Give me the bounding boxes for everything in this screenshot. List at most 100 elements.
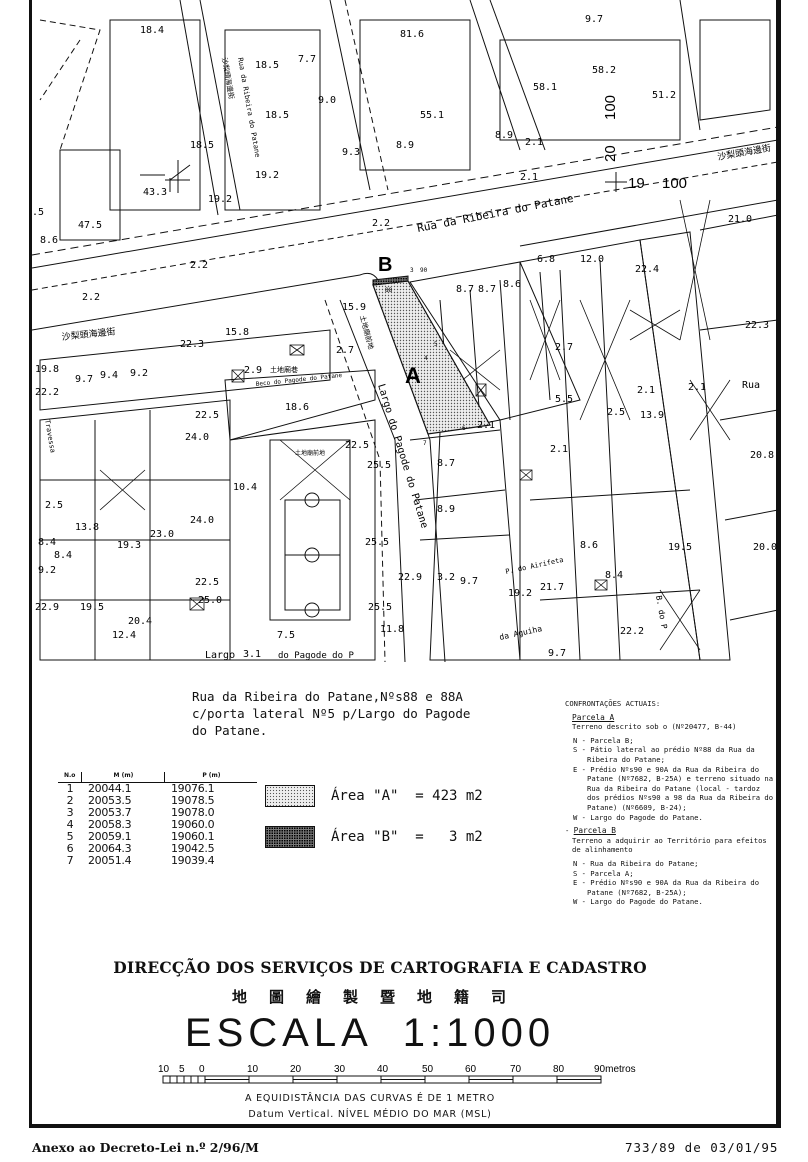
scale-subdivision xyxy=(162,1075,171,1084)
area-number-label: 18.5 xyxy=(265,110,289,121)
area-number-label: 8.9 xyxy=(437,504,455,515)
area-number-label: 8.7 xyxy=(437,458,455,469)
street-travessa: Travessa xyxy=(43,419,57,454)
description-line: do Patane. xyxy=(192,723,268,738)
parcela-b-item: E - Prédio Nºs90 e 90A da Rua da Ribeira… xyxy=(573,878,760,897)
scale-subdivision xyxy=(176,1075,185,1084)
vertex-label: 7 xyxy=(423,440,427,447)
p-coordinate: 19042.5 xyxy=(170,842,215,855)
area-number-label: 2.1 xyxy=(637,385,655,396)
street-largo-bottom2: do Pagode do P xyxy=(278,651,354,661)
scale-tick-label: 5 xyxy=(179,1064,185,1075)
area-number-label: 2.7 xyxy=(555,342,573,353)
col-header: P (m) xyxy=(164,772,258,783)
area-number-label: 13.8 xyxy=(75,522,99,533)
area-number-label: 22.2 xyxy=(35,387,59,398)
street-patane-cn2: 沙梨頭海邊街 xyxy=(61,325,116,343)
grid-labels: 19 100 20 100 xyxy=(165,95,687,193)
property-description: Rua da Ribeira do Patane,Nºs88 e 88A c/p… xyxy=(192,688,470,739)
area-number-label: 2.1 xyxy=(477,420,495,431)
point-number: 4 xyxy=(66,818,74,831)
m-coordinate: 20053.5 xyxy=(87,794,132,807)
area-number-label: 2.2 xyxy=(190,260,208,271)
point-number: 1 xyxy=(66,782,74,795)
scale-tick-label: 10 xyxy=(158,1064,170,1075)
area-number-labels: 18.418.57.781.69.758.258.151.255.118.59.… xyxy=(32,14,777,660)
area-number-label: 2.1 xyxy=(550,444,568,455)
area-number-label: 8.4 xyxy=(38,537,56,548)
area-number-label: 9.2 xyxy=(38,565,56,576)
area-number-label: 12.4 xyxy=(112,630,136,641)
m-coordinate: 20044.1 xyxy=(87,782,132,795)
vertex-labels: 88 3 90 4 5 6 7 xyxy=(385,267,466,447)
parcel-b-area[interactable] xyxy=(372,275,409,286)
area-number-label: 43.3 xyxy=(143,187,167,198)
parcela-b-desc: Terreno a adquirir ao Território para ef… xyxy=(572,835,767,855)
area-number-label: 24.0 xyxy=(185,432,209,443)
area-number-label: 19.3 xyxy=(117,540,141,551)
scale-tick-label: 90metros xyxy=(594,1064,636,1075)
area-number-label: 23.0 xyxy=(150,529,174,540)
area-number-label: 20.4 xyxy=(128,616,152,627)
parcela-a-item: W - Largo do Pagode do Patane. xyxy=(573,812,703,822)
area-number-label: 20.8 xyxy=(750,450,774,461)
area-number-label: 22.2 xyxy=(620,626,644,637)
area-b-text: Área "B" = 3 m2 xyxy=(331,829,483,845)
cadastral-map: A B 88 3 90 4 5 6 7 Rua da Ribeira do Pa… xyxy=(32,0,778,662)
area-number-label: 9.4 xyxy=(100,370,118,381)
p-coordinate: 19078.0 xyxy=(170,806,215,819)
area-number-label: 8.4 xyxy=(54,550,72,561)
area-number-label: 22.3 xyxy=(745,320,769,331)
area-number-label: 2.9 xyxy=(244,365,262,376)
area-number-label: 9.7 xyxy=(548,648,566,659)
street-largo-bottom: Largo xyxy=(205,650,235,661)
scale-tick-label: 70 xyxy=(510,1064,522,1075)
footer-reference: 733/89 de 03/01/95 xyxy=(625,1140,779,1155)
area-b-swatch xyxy=(265,826,315,848)
scale-subdivision xyxy=(197,1075,206,1084)
area-number-label: 18.6 xyxy=(285,402,309,413)
area-number-label: 22.5 xyxy=(195,410,219,421)
street-tudi-cn: 土地廟前地 xyxy=(358,314,376,350)
area-number-label: 58.2 xyxy=(592,65,616,76)
scale-subdivision xyxy=(183,1075,192,1084)
area-number-label: 21.0 xyxy=(728,214,752,225)
area-number-label: 58.1 xyxy=(533,82,557,93)
grid-label: 100 xyxy=(602,95,619,120)
area-number-label: 8.9 xyxy=(396,140,414,151)
area-number-label: 19.2 xyxy=(255,170,279,181)
area-number-label: .5 xyxy=(32,207,44,218)
area-number-label: 2.1 xyxy=(525,137,543,148)
area-number-label: 9.0 xyxy=(318,95,336,106)
area-number-label: 9.2 xyxy=(130,368,148,379)
street-beco-cn: 土地廟巷 xyxy=(270,365,298,374)
contour-note: A EQUIDISTÂNCIA DAS CURVAS É DE 1 METRO xyxy=(244,1093,496,1104)
area-number-label: 22.9 xyxy=(398,572,422,583)
street-beco-pagode: Beco do Pagode do Patane xyxy=(255,372,342,388)
area-number-label: 9.7 xyxy=(75,374,93,385)
parcela-b-heading: Parcela B xyxy=(573,826,616,836)
p-coordinate: 19039.4 xyxy=(170,854,215,867)
parcela-b-item: N - Rua da Ribeira do Patane; xyxy=(573,858,699,868)
area-number-label: 3.2 xyxy=(437,572,455,583)
m-coordinate: 20059.1 xyxy=(87,830,132,843)
confrontacoes-panel: CONFRONTAÇÕES ACTUAIS: Parcela A Terreno… xyxy=(565,699,775,907)
col-header: M (m) xyxy=(81,772,165,783)
point-number: 3 xyxy=(66,806,74,819)
area-number-label: 22.4 xyxy=(635,264,659,275)
area-number-label: 22.3 xyxy=(180,339,204,350)
scale-subdivision xyxy=(190,1075,199,1084)
p-coordinate: 19076.1 xyxy=(170,782,215,795)
scale-tick-label: 30 xyxy=(334,1064,346,1075)
area-number-label: 81.6 xyxy=(400,29,424,40)
area-number-label: 9.3 xyxy=(342,147,360,158)
area-number-label: 55.1 xyxy=(420,110,444,121)
scale-subdivision xyxy=(169,1075,178,1084)
area-number-label: 51.2 xyxy=(652,90,676,101)
scale-tick-label: 40 xyxy=(377,1064,389,1075)
organization-title-cn: 地圖繪製暨地籍司 xyxy=(231,988,528,1006)
area-number-label: 19.8 xyxy=(35,364,59,375)
area-number-label: 8.6 xyxy=(580,540,598,551)
area-number-label: 13.9 xyxy=(640,410,664,421)
parcela-b-item: S - Parcela A; xyxy=(573,868,634,878)
